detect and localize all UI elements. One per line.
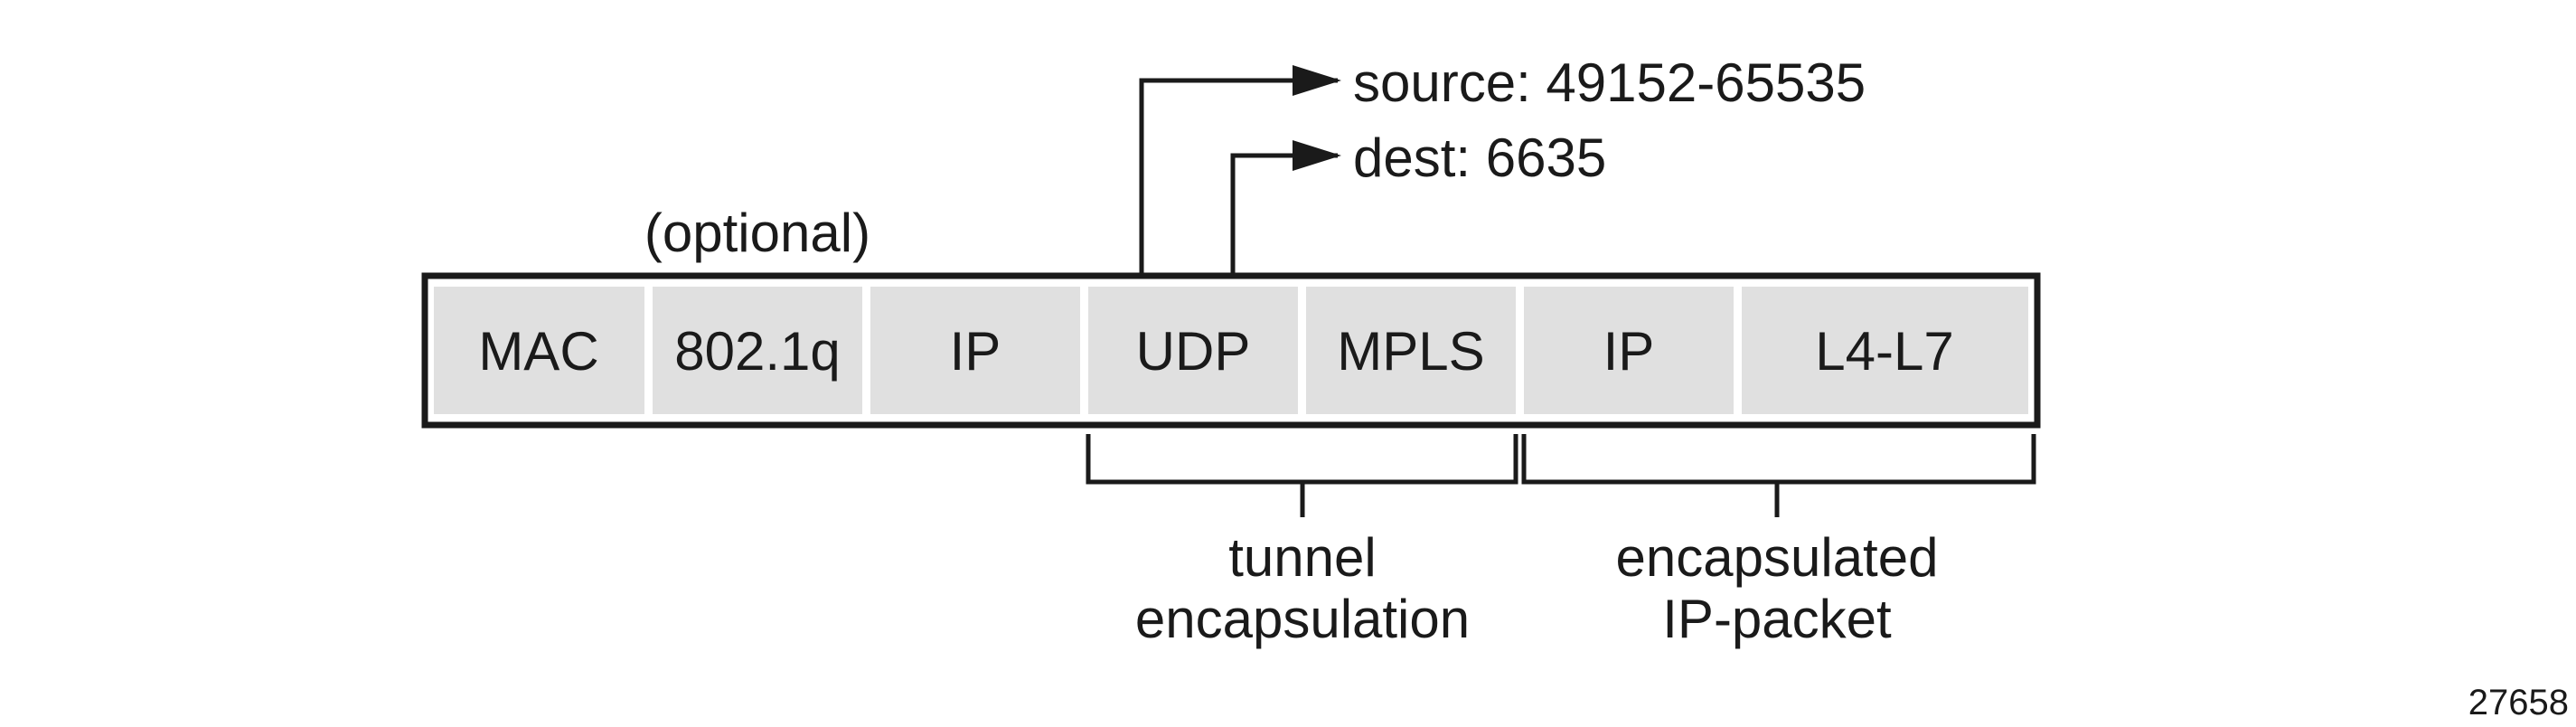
field-cell-ip-outer [870,287,1080,414]
field-cell-ip-inner [1524,287,1734,414]
field-label-ip-outer: IP [950,321,1001,382]
packet-fields: MAC 802.1q IP UDP MPLS IP L4-L7 [434,287,2028,414]
encapsulated-ip-packet-bracket [1521,434,2036,517]
encapsulated-label-line1: encapsulated [1616,527,1939,588]
field-label-mpls: MPLS [1337,321,1484,382]
tunnel-encapsulation-bracket [1086,434,1518,517]
dest-port-arrow [1230,153,1338,276]
field-cell-mpls [1306,287,1516,414]
source-port-arrow [1139,77,1338,276]
optional-label: (optional) [644,203,870,263]
encapsulated-label-line2: IP-packet [1662,589,1892,649]
tunnel-label-line2: encapsulation [1135,589,1470,649]
field-label-ip-inner: IP [1603,321,1655,382]
field-cell-802-1q [653,287,862,414]
udp-port-arrows [1139,65,1341,276]
field-label-mac: MAC [478,321,598,382]
dest-arrowhead [1293,140,1341,171]
field-cell-udp [1088,287,1298,414]
tunnel-label-line1: tunnel [1228,527,1376,588]
figure-id: 27658 [2468,683,2569,722]
source-port-label: source: 49152-65535 [1353,52,1866,113]
field-label-802-1q: 802.1q [674,321,841,382]
field-cell-mac [434,287,644,414]
field-cell-l4-l7 [1742,287,2028,414]
source-arrowhead [1293,65,1341,96]
field-label-l4-l7: L4-L7 [1815,321,1953,382]
dest-port-label: dest: 6635 [1353,127,1606,188]
field-label-udp: UDP [1136,321,1251,382]
